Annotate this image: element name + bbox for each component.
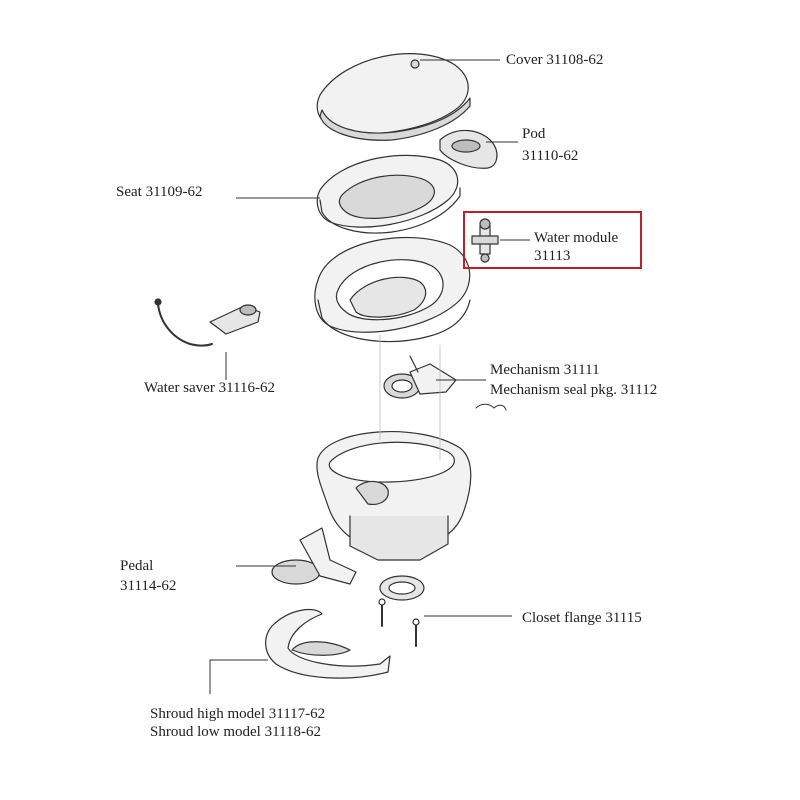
shroud-high-label: Shroud high model 31117-62 [150,706,326,722]
shroud-low-label: Shroud low model 31118-62 [150,724,321,740]
mechanism-label: Mechanism 31111 [490,362,600,378]
mechanism-seal-part [475,403,507,411]
pod-part [439,129,498,169]
water-saver-label: Water saver 31116-62 [144,380,275,396]
pedal-label-line2: 31114-62 [120,578,177,594]
pedal-label-line1: Pedal [120,558,154,574]
water-module-highlight-box [463,211,642,269]
pod-label-line1: Pod [522,126,546,142]
water-saver-part [154,298,261,347]
bowl-top-part [314,236,471,343]
closet-flange-part [378,575,425,647]
seat-part [316,154,461,234]
mechanism-seal-label: Mechanism seal pkg. 31112 [490,382,658,398]
shroud-part [265,608,391,679]
water-module-part [471,218,499,263]
pedal-part [271,527,357,585]
closet-flange-label: Closet flange 31115 [522,610,642,626]
leader-lines [209,59,530,694]
mechanism-part [383,355,457,399]
cover-part [316,53,471,141]
base-part [316,430,472,561]
seat-label: Seat 31109-62 [116,184,203,200]
cover-label: Cover 31108-62 [506,52,604,68]
water-module-label-line2: 31113 [534,248,571,264]
water-module-label-line1: Water module [534,230,619,246]
pod-label-line2: 31110-62 [522,148,579,164]
